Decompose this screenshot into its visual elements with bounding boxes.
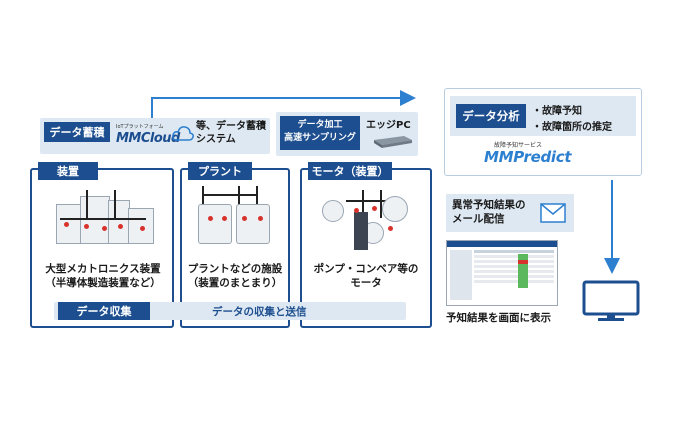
edge-process-label: データ加工 高速サンプリング (280, 116, 360, 150)
other-storage-systems: 等、データ蓄積 システム (196, 121, 266, 145)
motor-caption: ポンプ・コンベア等の モータ (313, 263, 419, 289)
platform-name: MMCloud (116, 131, 180, 146)
data-collection-description: データの収集と送信 (212, 306, 307, 318)
mmcloud-logo: IoTプラットフォーム MMCloud (114, 120, 194, 150)
motor-image (318, 186, 414, 252)
device-section (30, 168, 174, 328)
prediction-result-screenshot (446, 240, 558, 306)
device-caption: 大型メカトロニクス装置 （半導体製造装置など） (45, 263, 161, 289)
data-storage-label: データ蓄積 (44, 122, 110, 142)
data-analysis-label: データ分析 (456, 104, 526, 128)
mmpredict-logo: MMPredict (484, 148, 572, 166)
semiconductor-equipment-image (56, 190, 156, 246)
plant-caption: プラントなどの施設 （装置のまとまり） (187, 263, 283, 289)
device-section-label: 装置 (38, 162, 98, 180)
monitor-icon (582, 280, 640, 321)
cloud-icon (172, 126, 194, 141)
edge-pc-label: エッジPC (366, 120, 411, 131)
plant-facility-image (198, 186, 274, 248)
mail-notification-text: 異常予知結果の メール配信 (452, 199, 526, 225)
data-collection-label: データ収集 (58, 302, 150, 320)
analysis-item-location: ・故障箇所の推定 (532, 122, 612, 133)
mail-icon (540, 203, 566, 223)
motor-section-label: モータ（装置） (308, 162, 392, 180)
analysis-item-prediction: ・故障予知 (532, 106, 582, 117)
edge-pc-icon (374, 136, 412, 148)
service-small-label: 故障予知サービス (494, 142, 543, 149)
screen-display-caption: 予知結果を画面に表示 (446, 312, 551, 324)
plant-section-label: プラント (188, 162, 252, 180)
platform-small-label: IoTプラットフォーム (116, 124, 164, 130)
